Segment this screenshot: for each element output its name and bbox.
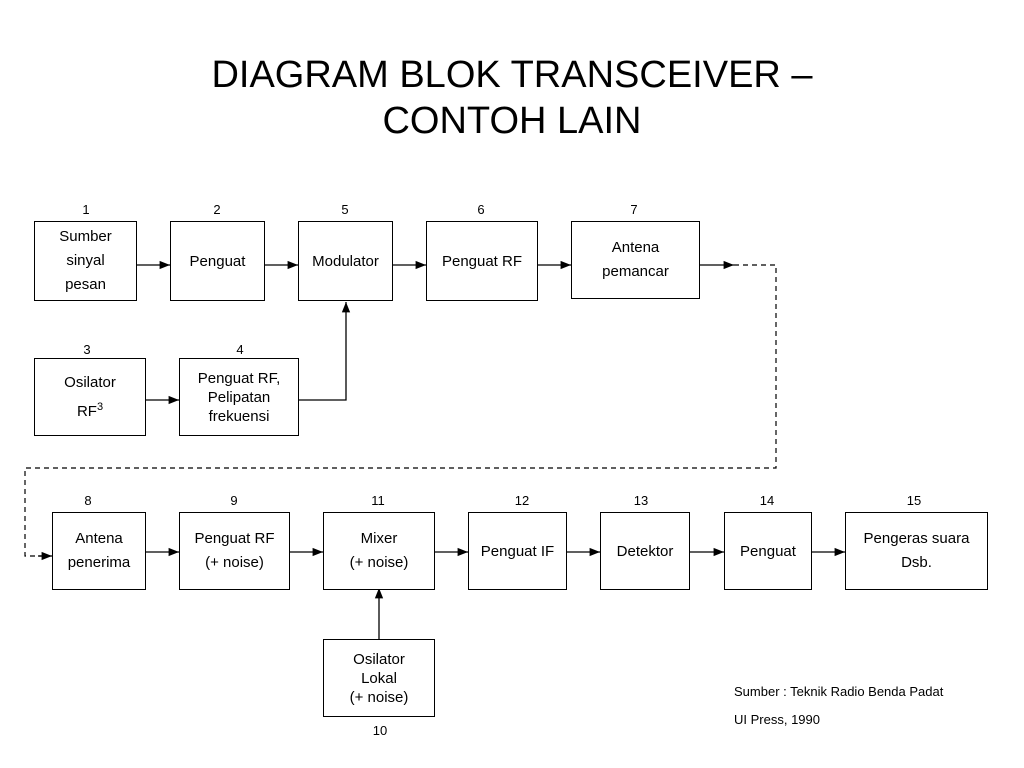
block-label: Penguat bbox=[740, 542, 796, 560]
block-label: Modulator bbox=[312, 252, 379, 270]
block-penguat: Penguat bbox=[170, 221, 265, 301]
block-label: Detektor bbox=[616, 542, 674, 560]
block-label: Antena bbox=[611, 239, 660, 256]
block-label: penerima bbox=[67, 554, 131, 571]
block-label: Pengeras suara bbox=[863, 530, 970, 547]
block-label: (+ noise) bbox=[349, 554, 409, 571]
block-label: Dsb. bbox=[901, 554, 932, 571]
block-label: Penguat IF bbox=[480, 542, 555, 560]
block-label: Antena bbox=[75, 530, 123, 547]
block-number: 11 bbox=[371, 493, 385, 508]
block-label-with-superscript: RF3 bbox=[77, 395, 103, 424]
block-number: 8 bbox=[84, 493, 92, 508]
block-label: Lokal bbox=[361, 669, 397, 687]
block-label: (+ noise) bbox=[205, 554, 264, 571]
block-label: RF bbox=[76, 402, 97, 420]
block-number: 10 bbox=[372, 723, 388, 738]
block-penguat-audio: Penguat bbox=[724, 512, 812, 590]
block-label: Mixer bbox=[360, 530, 398, 547]
block-antena-penerima: Antena penerima bbox=[52, 512, 146, 590]
title-line-1: DIAGRAM BLOK TRANSCEIVER – bbox=[211, 54, 813, 96]
page-title: DIAGRAM BLOK TRANSCEIVER – CONTOH LAIN bbox=[0, 52, 1024, 144]
block-label: Penguat RF, bbox=[197, 369, 281, 387]
block-label: Osilator bbox=[353, 650, 405, 668]
block-label: (+ noise) bbox=[349, 688, 409, 706]
block-number: 14 bbox=[759, 493, 775, 508]
block-number: 6 bbox=[477, 202, 485, 217]
block-penguat-rf-noise: Penguat RF (+ noise) bbox=[179, 512, 290, 590]
source-line-2: UI Press, 1990 bbox=[734, 712, 820, 727]
block-number: 5 bbox=[341, 202, 349, 217]
block-sumber-sinyal-pesan: Sumber sinyal pesan bbox=[34, 221, 137, 301]
block-osilator-lokal: Osilator Lokal (+ noise) bbox=[323, 639, 435, 717]
block-number: 4 bbox=[236, 342, 244, 357]
block-label: Penguat RF bbox=[441, 252, 523, 270]
block-label: Penguat bbox=[189, 252, 246, 270]
block-number: 13 bbox=[633, 493, 649, 508]
block-number: 12 bbox=[514, 493, 530, 508]
block-label: Sumber bbox=[59, 228, 112, 245]
block-detektor: Detektor bbox=[600, 512, 690, 590]
block-label: pesan bbox=[65, 276, 106, 293]
block-penguat-if: Penguat IF bbox=[468, 512, 567, 590]
block-penguat-rf: Penguat RF bbox=[426, 221, 538, 301]
block-antena-pemancar: Antena pemancar bbox=[571, 221, 700, 299]
block-label: Pelipatan bbox=[207, 388, 271, 406]
block-pengeras-suara: Pengeras suara Dsb. bbox=[845, 512, 988, 590]
block-label: Osilator bbox=[64, 373, 116, 391]
block-number: 7 bbox=[630, 202, 638, 217]
block-number: 2 bbox=[213, 202, 221, 217]
superscript-note: 3 bbox=[96, 400, 104, 413]
block-mixer: Mixer (+ noise) bbox=[323, 512, 435, 590]
block-osilator-rf: Osilator RF3 bbox=[34, 358, 146, 436]
block-number: 3 bbox=[83, 342, 91, 357]
arrow-4-to-5 bbox=[299, 302, 351, 401]
block-label: frekuensi bbox=[208, 407, 270, 425]
block-number: 9 bbox=[230, 493, 238, 508]
block-modulator: Modulator bbox=[298, 221, 393, 301]
title-line-2: CONTOH LAIN bbox=[382, 100, 642, 142]
block-number: 1 bbox=[82, 202, 90, 217]
block-label: pemancar bbox=[602, 263, 669, 280]
source-line-1: Sumber : Teknik Radio Benda Padat bbox=[734, 684, 944, 699]
block-number: 15 bbox=[906, 493, 922, 508]
source-note: Sumber : Teknik Radio Benda Padat UI Pre… bbox=[734, 678, 943, 734]
block-penguat-rf-pelipatan-frekuensi: Penguat RF, Pelipatan frekuensi bbox=[179, 358, 299, 436]
block-label: sinyal bbox=[66, 252, 105, 269]
block-label: Penguat RF bbox=[194, 530, 275, 547]
